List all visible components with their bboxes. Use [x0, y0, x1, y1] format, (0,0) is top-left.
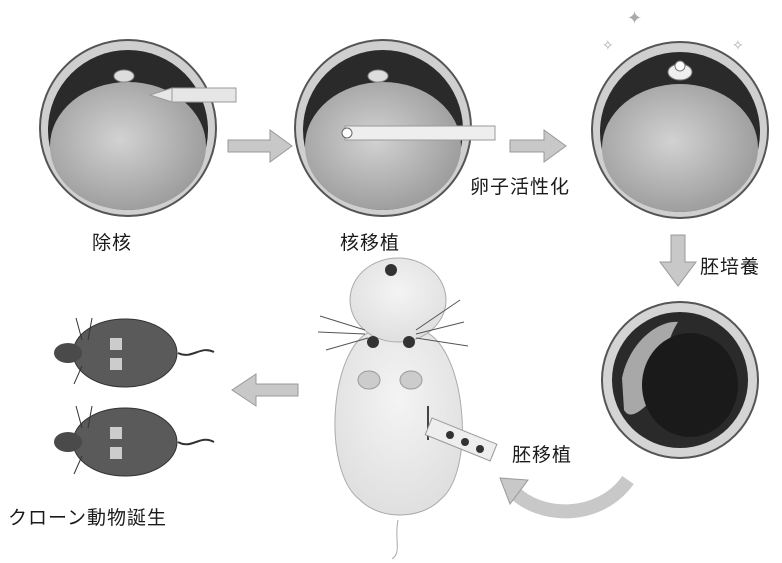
- label-egg-activation: 卵子活性化: [470, 172, 570, 199]
- spark-icon: ✦: [627, 8, 642, 29]
- clone-mouse-1: [54, 318, 214, 387]
- egg-blastocyst: [602, 302, 758, 458]
- surrogate-mouse: [318, 258, 497, 559]
- label-enucleation: 除核: [92, 228, 132, 255]
- arrow-down: [660, 235, 696, 286]
- spark-icon: ✧: [732, 38, 744, 54]
- arrow-1: [228, 130, 292, 162]
- arrow-left: [232, 374, 298, 406]
- spark-icon: ✧: [602, 38, 614, 54]
- arrow-2: [510, 130, 566, 162]
- egg-enucleation: [40, 40, 236, 216]
- label-nuclear-transfer: 核移植: [340, 228, 400, 255]
- label-embryo-culture: 胚培養: [700, 252, 760, 279]
- clone-mouse-2: [54, 406, 214, 476]
- arrow-curved: [500, 478, 628, 511]
- label-clone-birth: クローン動物誕生: [8, 503, 167, 530]
- egg-activated: ✦ ✧ ✧: [592, 8, 768, 218]
- label-embryo-transfer: 胚移植: [512, 440, 572, 467]
- egg-nuclear-transfer: [295, 40, 495, 216]
